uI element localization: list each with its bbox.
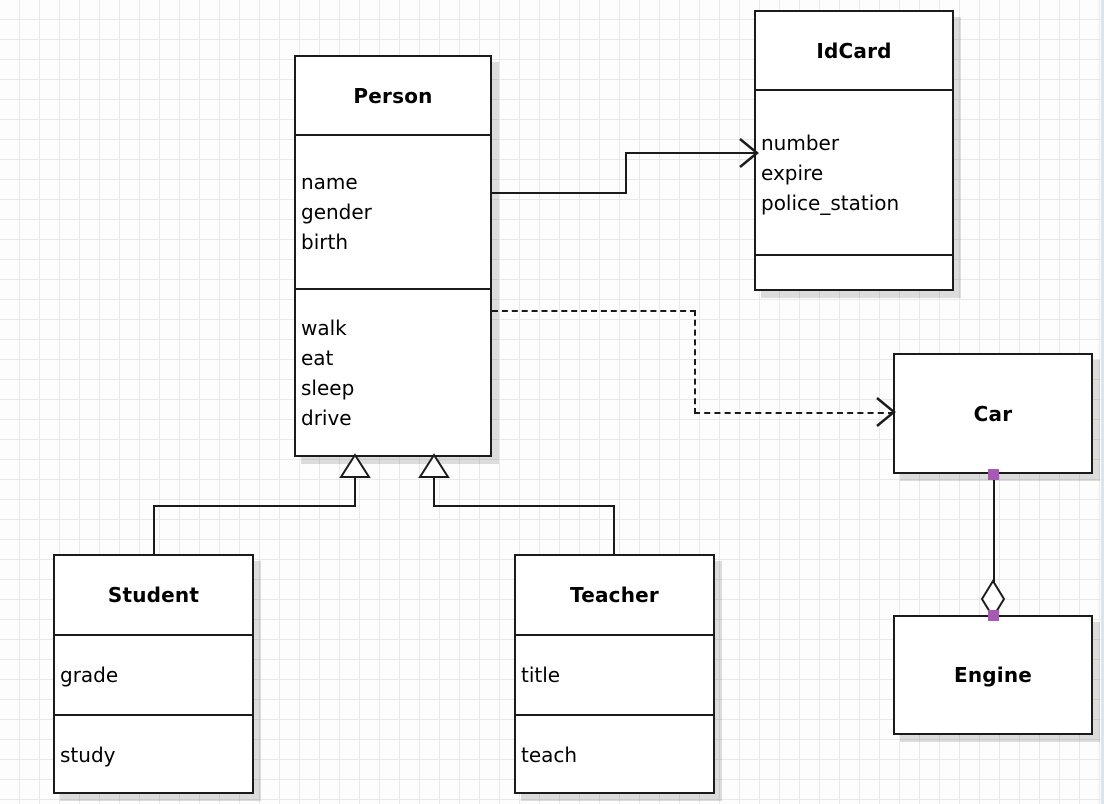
class-attributes-teacher: title — [516, 634, 713, 714]
dependency-person-car-segment-1[interactable] — [492, 310, 696, 312]
class-box-car[interactable]: Car — [893, 353, 1093, 474]
method-item: drive — [301, 405, 352, 430]
association-person-idcard-segment-3[interactable] — [625, 152, 755, 154]
class-methods-teacher: teach — [516, 714, 713, 794]
class-box-person[interactable]: Person name gender birth walk eat sleep … — [294, 55, 492, 457]
class-name-label: IdCard — [816, 38, 892, 63]
dependency-person-car-segment-3[interactable] — [694, 412, 894, 414]
class-name-label: Teacher — [570, 583, 659, 607]
dependency-person-car-segment-2[interactable] — [694, 310, 696, 414]
class-title-person: Person — [296, 57, 490, 134]
method-item: teach — [521, 743, 578, 767]
class-title-car: Car — [895, 355, 1091, 472]
class-name-label: Person — [353, 83, 433, 108]
attribute-item: number — [761, 130, 840, 155]
class-box-idcard[interactable]: IdCard number expire police_station — [754, 10, 954, 291]
class-name-label: Student — [107, 583, 200, 607]
class-attributes-idcard: number expire police_station — [756, 89, 952, 254]
class-title-teacher: Teacher — [516, 556, 713, 634]
generalization-teacher-person-segment-2[interactable] — [433, 505, 614, 507]
aggregation-car-engine-line[interactable] — [993, 474, 995, 584]
attribute-item: gender — [301, 200, 372, 224]
class-attributes-person: name gender birth — [296, 134, 490, 288]
connector-handle-engine-end[interactable] — [988, 610, 999, 621]
method-item: study — [60, 743, 116, 767]
generalization-student-person-segment-2[interactable] — [153, 505, 356, 507]
class-name-label: Engine — [953, 663, 1033, 687]
method-item: sleep — [301, 375, 355, 400]
canvas-right-edge — [1101, 0, 1104, 804]
attribute-item: expire — [761, 160, 824, 185]
class-box-student[interactable]: Student grade study — [53, 554, 254, 794]
method-item: eat — [301, 345, 334, 370]
association-person-idcard-segment-1[interactable] — [492, 192, 627, 194]
generalization-teacher-person-segment-3[interactable] — [613, 505, 615, 556]
class-name-label: Car — [973, 401, 1013, 426]
method-item: walk — [301, 315, 347, 340]
open-arrow-idcard-icon — [739, 138, 759, 168]
class-attributes-student: grade — [55, 634, 252, 714]
class-methods-student: study — [55, 714, 252, 794]
class-box-engine[interactable]: Engine — [893, 615, 1093, 735]
connector-handle-car-end[interactable] — [988, 469, 999, 480]
generalization-teacher-person-segment-1[interactable] — [433, 478, 435, 506]
class-box-teacher[interactable]: Teacher title teach — [514, 554, 715, 794]
attribute-item: birth — [301, 230, 348, 254]
generalization-student-person-segment-1[interactable] — [354, 478, 356, 506]
generalization-student-person-segment-3[interactable] — [153, 505, 155, 556]
class-title-engine: Engine — [895, 617, 1091, 733]
attribute-item: name — [301, 170, 358, 194]
attribute-item: grade — [60, 663, 119, 687]
class-title-idcard: IdCard — [756, 12, 952, 89]
open-arrow-car-icon — [876, 397, 896, 427]
class-title-student: Student — [55, 556, 252, 634]
association-person-idcard-segment-2[interactable] — [625, 152, 627, 194]
class-methods-idcard — [756, 254, 952, 289]
hollow-triangle-student-icon — [339, 453, 371, 478]
hollow-triangle-teacher-icon — [418, 453, 450, 478]
attribute-item: police_station — [761, 190, 900, 215]
class-methods-person: walk eat sleep drive — [296, 288, 490, 455]
attribute-item: title — [521, 663, 561, 687]
